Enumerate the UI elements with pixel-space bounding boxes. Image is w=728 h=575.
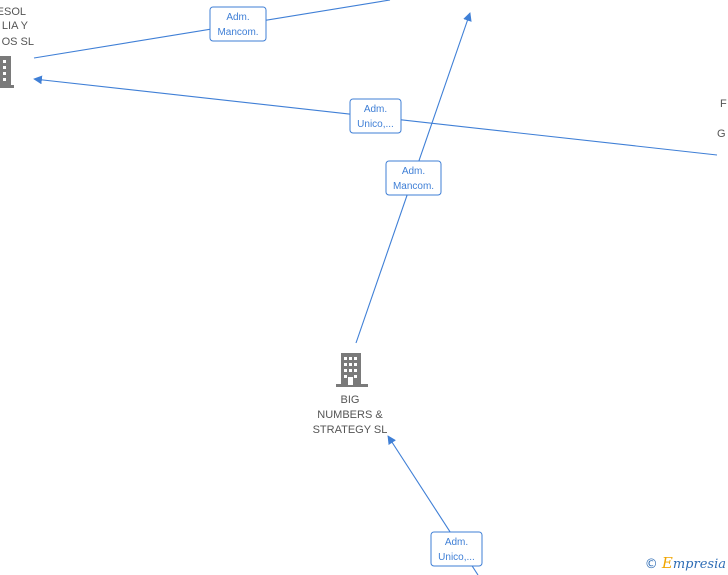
node-top-left[interactable]: ESOL LIA Y OS SL [0, 6, 34, 88]
node-top-left-line1: ESOL [0, 6, 26, 18]
edge-lines [33, 0, 718, 575]
building-icon [336, 353, 368, 387]
empresia-watermark: © Empresia [645, 554, 726, 572]
edge-label-e2-line1: Adm. [364, 104, 387, 115]
edge-label-e2-line2: Unico,... [357, 119, 394, 130]
brand-initial: E [661, 554, 673, 572]
edge-label-e1-line1: Adm. [226, 12, 249, 23]
node-big-numbers-line2: NUMBERS & [317, 409, 383, 421]
node-big-numbers[interactable]: BIG NUMBERS & STRATEGY SL [313, 353, 388, 436]
edge-label-e4[interactable]: Adm. Unico,... [430, 531, 483, 567]
node-top-left-line2: LIA Y [2, 20, 29, 32]
building-icon [0, 56, 14, 88]
edge-label-e2[interactable]: Adm. Unico,... [349, 98, 402, 134]
copyright-icon: © [644, 557, 658, 572]
brand-name: mpresia [672, 557, 726, 572]
node-right-partial-line2: G [717, 128, 726, 140]
node-right-partial-line1: F [720, 98, 727, 110]
node-right-partial[interactable]: F G [717, 98, 727, 140]
edge-label-e3-line2: Mancom. [393, 181, 434, 192]
node-top-left-line3: OS SL [2, 36, 34, 48]
node-big-numbers-line3: STRATEGY SL [313, 424, 388, 436]
edge-label-e3-line1: Adm. [402, 166, 425, 177]
edge-label-e1[interactable]: Adm. Mancom. [209, 6, 267, 42]
edge-label-e4-line2: Unico,... [438, 552, 475, 563]
edge-label-e4-line1: Adm. [445, 537, 468, 548]
edge-label-e3[interactable]: Adm. Mancom. [385, 160, 442, 196]
node-big-numbers-line1: BIG [341, 394, 360, 406]
edge-label-e1-line2: Mancom. [217, 27, 258, 38]
